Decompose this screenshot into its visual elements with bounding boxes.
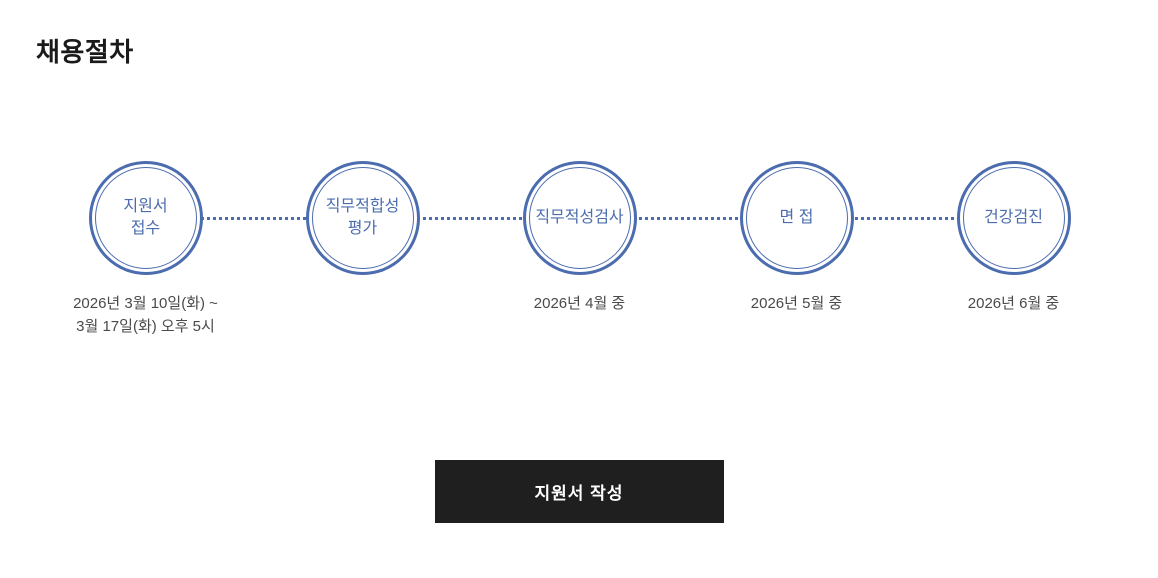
step-circle: 지원서 접수 <box>88 161 203 275</box>
step-circle: 면 접 <box>739 161 854 275</box>
step-label: 직무적합성 평가 <box>325 198 400 237</box>
page-title: 채용절차 <box>36 37 134 67</box>
apply-button-row: 지원서 작성 <box>0 460 1158 523</box>
recruitment-process-diagram: 지원서 접수 2026년 3월 10일(화) ~ 3월 17일(화) 오후 5시… <box>0 161 1158 338</box>
step-label: 지원서 접수 <box>123 198 168 237</box>
step-date: 2026년 4월 중 <box>533 295 626 312</box>
step-date: 2026년 5월 중 <box>750 295 843 312</box>
step-label: 건강검진 <box>984 209 1043 227</box>
process-step-interview: 면 접 2026년 5월 중 <box>688 161 905 338</box>
step-circle: 직무적합성 평가 <box>305 161 420 275</box>
process-step-health-check: 건강검진 2026년 6월 중 <box>905 161 1122 338</box>
process-step-aptitude-test: 직무적성검사 2026년 4월 중 <box>471 161 688 338</box>
process-step-suitability: 직무적합성 평가 <box>254 161 471 338</box>
step-label: 면 접 <box>779 209 814 227</box>
process-step-application: 지원서 접수 2026년 3월 10일(화) ~ 3월 17일(화) 오후 5시 <box>37 161 254 338</box>
step-circle: 직무적성검사 <box>522 161 637 275</box>
step-label: 직무적성검사 <box>535 209 624 227</box>
step-circle: 건강검진 <box>956 161 1071 275</box>
apply-button[interactable]: 지원서 작성 <box>434 460 724 523</box>
step-date: 2026년 3월 10일(화) ~ 3월 17일(화) 오후 5시 <box>73 295 218 335</box>
step-date: 2026년 6월 중 <box>967 295 1060 312</box>
